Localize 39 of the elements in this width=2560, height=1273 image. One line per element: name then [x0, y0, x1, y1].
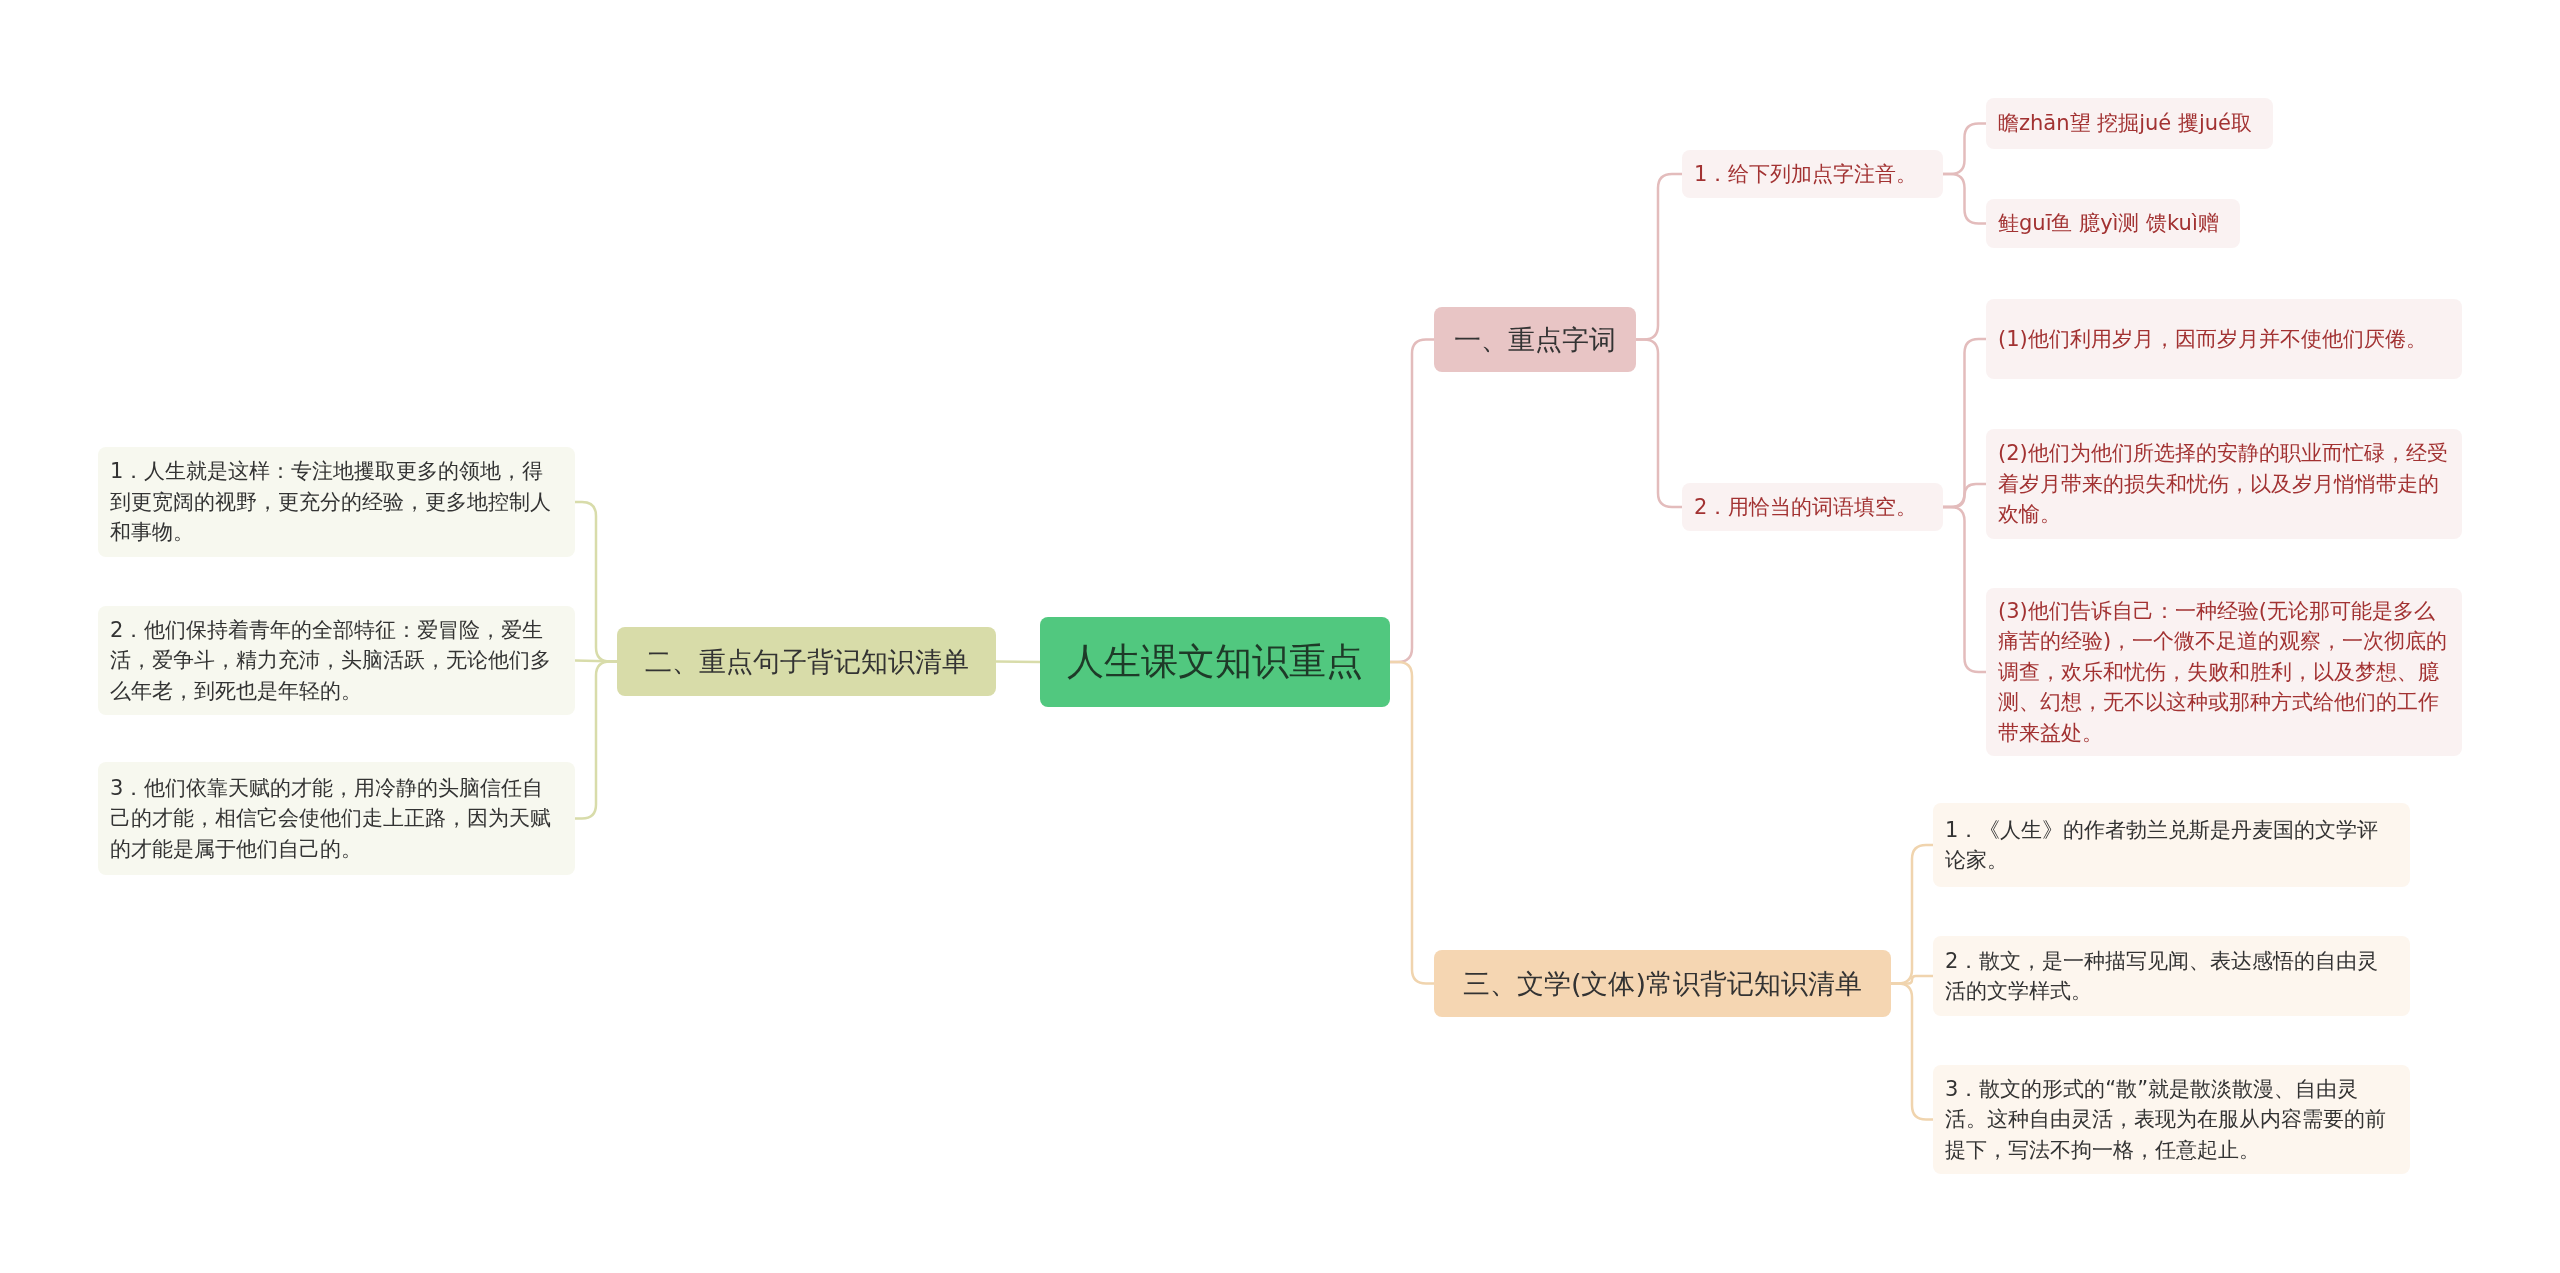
branch-topic: [1434, 307, 1636, 372]
branch-topic: [617, 627, 996, 696]
subtopic-card: [1986, 199, 2240, 248]
topic-text: 3．散文的形式的“散”就是散淡散漫、自由灵活。这种自由灵活，表现为在服从内容需要的前提下，写法不拘一格，任意起止。: [1945, 1075, 2387, 1164]
subtopic-card: [1933, 1065, 2410, 1174]
topic-text: 二、重点句子背记知识清单: [644, 644, 969, 679]
subtopic-card: [1986, 299, 2462, 379]
subtopic-card: [98, 606, 575, 715]
subtopic-card: [1933, 803, 2410, 887]
branch-topic: [1434, 950, 1891, 1017]
topic-text: 2．散文，是一种描写见闻、表达感悟的自由灵活的文学样式。: [1945, 947, 2380, 1005]
topic-text: 1．人生就是这样：专注地攫取更多的领地，得到更宽阔的视野，更充分的经验，更多地控制人和事物。: [110, 458, 552, 547]
topic-text: 3．他们依靠天赋的才能，用冷静的头脑信任自己的才能，相信它会使他们走上正路，因为天赋的才能是属于他们自己的。: [110, 774, 552, 863]
topic-text: 1．给下列加点字注音。: [1694, 160, 1918, 188]
topic-text: 鲑guī鱼 臆yì测 馈kuì赠: [1998, 210, 2219, 238]
topic-text: 2．用恰当的词语填空。: [1694, 493, 1918, 521]
topic-text: 2．他们保持着青年的全部特征：爱冒险，爱生活，爱争斗，精力充沛，头脑活跃，无论他们多么年老，到死也是年轻的。: [110, 616, 552, 705]
subtopic-card: [1986, 429, 2462, 539]
connector-line: [1891, 982, 1933, 1121]
topic-text: (3)他们告诉自己：一种经验(无论那可能是多么痛苦的经验)，一个微不足道的观察，一次彻底的调查，欢乐和忧伤，失败和胜利，以及梦想、臆测、幻想，无不以这种或那种方式给他们的工作带来益处。: [1998, 597, 2449, 747]
connector-line: [996, 660, 1040, 664]
subtopic-card: [1682, 150, 1943, 198]
central-topic: [1040, 617, 1390, 707]
topic-text: 一、重点字词: [1454, 322, 1616, 357]
topic-text: (2)他们为他们所选择的安静的职业而忙碌，经受着岁月带来的损失和忧伤，以及岁月悄悄带走的欢愉。: [1998, 440, 2449, 529]
topic-text: 三、文学(文体)常识背记知识清单: [1462, 966, 1863, 1001]
topic-text: 瞻zhān望 挖掘jué 攫jué取: [1998, 110, 2252, 138]
subtopic-card: [1986, 588, 2462, 756]
subtopic-card: [1933, 936, 2410, 1016]
topic-text: (1)他们利用岁月，因而岁月并不使他们厌倦。: [1998, 325, 2427, 353]
subtopic-card: [98, 447, 575, 557]
connector-line: [1943, 505, 1986, 674]
topic-text: 1．《人生》的作者勃兰兑斯是丹麦国的文学评论家。: [1945, 816, 2380, 874]
subtopic-card: [1986, 98, 2273, 149]
connector-line: [575, 660, 617, 820]
subtopic-card: [1682, 483, 1943, 531]
subtopic-card: [98, 762, 575, 875]
topic-text: 人生课文知识重点: [1067, 639, 1363, 686]
connector-line: [1390, 660, 1434, 985]
